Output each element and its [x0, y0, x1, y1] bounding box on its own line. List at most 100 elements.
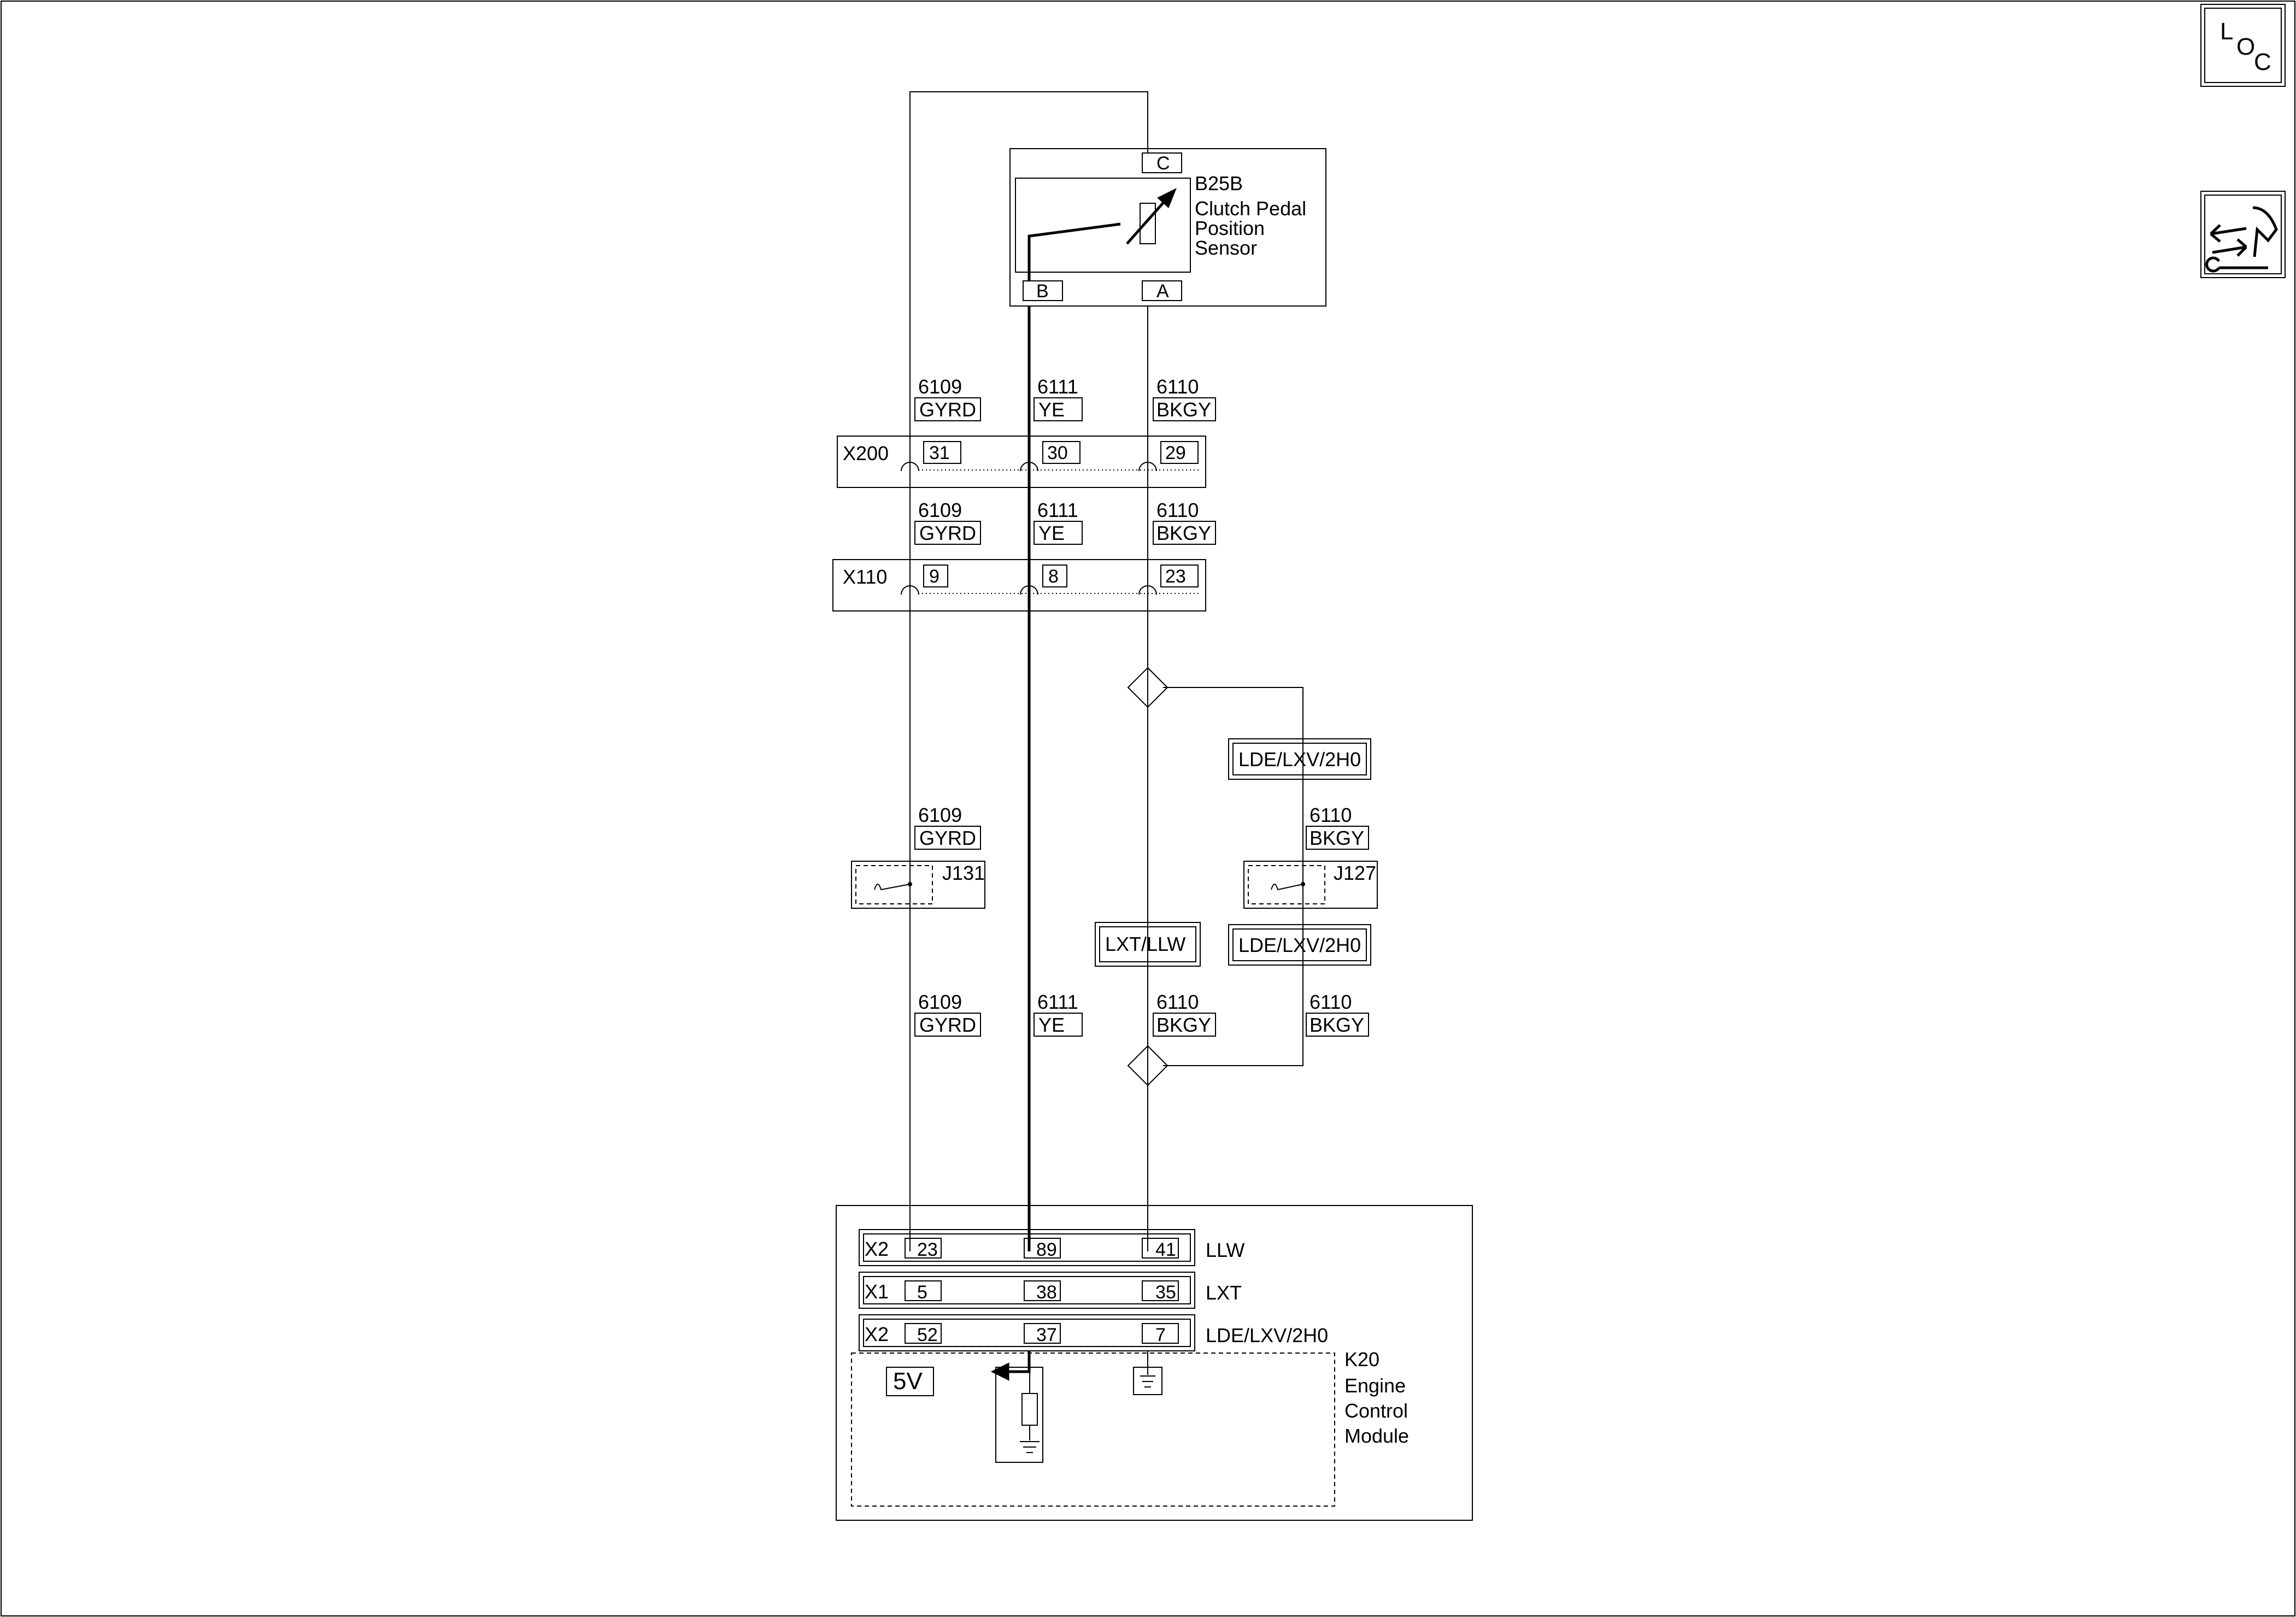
j127-label: J127	[1334, 862, 1376, 884]
ecm-pullup-resistor-group	[995, 1367, 1043, 1463]
svg-text:X1: X1	[865, 1280, 889, 1303]
option-lde-upper: LDE/LXV/2H0	[1228, 738, 1371, 780]
svg-text:BKGY: BKGY	[1156, 522, 1211, 544]
ecm-connector-row-3: X2 52 37 7 LDE/LXV/2H0	[859, 1314, 1328, 1351]
sensor-pin-b: B	[1036, 281, 1049, 302]
svg-text:23: 23	[917, 1239, 938, 1260]
svg-text:9: 9	[929, 566, 939, 587]
sensor-pin-a: A	[1156, 281, 1169, 302]
sensor-name-line-3: Sensor	[1195, 237, 1257, 259]
svg-text:8: 8	[1048, 566, 1059, 587]
splice-pack-j131: J131	[851, 861, 985, 909]
svg-text:GYRD: GYRD	[919, 827, 976, 849]
svg-text:LXT: LXT	[1206, 1281, 1242, 1304]
svg-text:6110: 6110	[1310, 991, 1352, 1013]
wire-labels-row-2: 6109 GYRD 6111 YE 6110 BKGY	[914, 499, 1216, 545]
sensor-pin-b-box	[1023, 280, 1063, 301]
svg-text:BKGY: BKGY	[1156, 1014, 1211, 1036]
svg-text:C: C	[2254, 49, 2271, 75]
svg-text:89: 89	[1036, 1239, 1057, 1260]
svg-text:6110: 6110	[1156, 375, 1199, 398]
x110-label: X110	[843, 566, 887, 588]
svg-text:38: 38	[1036, 1282, 1057, 1303]
clutch-pedal-position-sensor: C B A B25B Clutch Pedal Position Sensor	[1009, 148, 1326, 307]
svg-text:BKGY: BKGY	[1156, 398, 1211, 421]
svg-text:GYRD: GYRD	[919, 398, 976, 421]
svg-text:BKGY: BKGY	[1310, 1014, 1364, 1036]
svg-text:LXT/LLW: LXT/LLW	[1105, 933, 1185, 955]
svg-text:37: 37	[1036, 1325, 1057, 1345]
ecm-5v-label: 5V	[893, 1368, 923, 1395]
svg-text:GYRD: GYRD	[919, 1014, 976, 1036]
ecm-connector-row-2: X1 5 38 35 LXT	[859, 1272, 1242, 1309]
potentiometer-element	[1140, 203, 1156, 244]
svg-text:YE: YE	[1038, 522, 1065, 544]
svg-text:7: 7	[1155, 1325, 1166, 1345]
ecm-name-line-1: Engine	[1344, 1374, 1406, 1397]
connector-x110: X110 9 8 23	[832, 559, 1206, 611]
ecm-internal-boundary	[851, 1353, 1335, 1507]
wire-6110-branch	[1163, 687, 1303, 1066]
svg-text:GYRD: GYRD	[919, 522, 976, 544]
splice-upper	[1127, 667, 1168, 708]
svg-text:6109: 6109	[918, 375, 962, 398]
svg-text:O: O	[2236, 33, 2255, 60]
svg-text:6109: 6109	[918, 499, 962, 521]
ecm-code: K20	[1344, 1348, 1379, 1371]
svg-text:X2: X2	[865, 1238, 889, 1260]
sensor-pin-c: C	[1156, 153, 1170, 174]
svg-text:31: 31	[929, 443, 950, 463]
sensor-name-line-1: Clutch Pedal	[1195, 197, 1306, 220]
svg-text:41: 41	[1155, 1239, 1176, 1260]
svg-text:6110: 6110	[1156, 991, 1199, 1013]
engine-control-module: X2 23 89 41 LLW X1 5 38 35 LXT X2	[836, 1205, 1473, 1521]
sensor-code: B25B	[1195, 172, 1243, 195]
svg-text:YE: YE	[1038, 1014, 1065, 1036]
svg-text:6111: 6111	[1037, 499, 1078, 521]
svg-text:6110: 6110	[1310, 804, 1352, 826]
svg-text:35: 35	[1155, 1282, 1176, 1303]
location-view-button[interactable]: L O C	[2200, 4, 2286, 87]
svg-text:6109: 6109	[918, 991, 962, 1013]
ecm-resistor	[1021, 1393, 1038, 1426]
splice-lower	[1127, 1045, 1168, 1086]
wire-label-6110-branch: 6110 BKGY	[1306, 804, 1369, 850]
svg-text:30: 30	[1047, 443, 1068, 463]
svg-text:6109: 6109	[918, 804, 962, 826]
svg-text:LLW: LLW	[1206, 1239, 1244, 1261]
option-lde-lower: LDE/LXV/2H0	[1228, 924, 1371, 966]
svg-text:5: 5	[917, 1282, 927, 1303]
svg-text:L: L	[2220, 18, 2233, 45]
svg-text:6111: 6111	[1037, 991, 1078, 1013]
option-lxt: LXT/LLW	[1095, 922, 1201, 967]
connector-wrench-icon[interactable]	[2200, 191, 2286, 278]
ecm-connector-row-1: X2 23 89 41 LLW	[859, 1229, 1244, 1266]
sensor-name-line-2: Position	[1195, 217, 1265, 239]
svg-text:BKGY: BKGY	[1310, 827, 1364, 849]
ecm-name-line-3: Module	[1344, 1425, 1409, 1447]
svg-text:52: 52	[917, 1325, 938, 1345]
sensor-pin-a-box	[1142, 280, 1182, 301]
svg-text:6110: 6110	[1156, 499, 1199, 521]
svg-text:29: 29	[1165, 443, 1186, 463]
svg-text:X2: X2	[865, 1323, 889, 1345]
j131-label: J131	[942, 862, 985, 884]
ecm-5v-box	[886, 1367, 934, 1396]
wire-labels-row-1: 6109 GYRD 6111 YE 6110 BKGY	[914, 375, 1216, 421]
sensor-pin-c-box	[1142, 152, 1182, 173]
svg-text:LDE/LXV/2H0: LDE/LXV/2H0	[1238, 748, 1361, 771]
svg-text:YE: YE	[1038, 398, 1065, 421]
svg-text:LDE/LXV/2H0: LDE/LXV/2H0	[1206, 1324, 1328, 1346]
wire-label-6109-mid: 6109 GYRD	[914, 804, 981, 850]
svg-text:6111: 6111	[1037, 375, 1078, 398]
connector-x200: X200 31 30 29	[837, 436, 1206, 488]
wire-labels-row-3: 6109 GYRD 6111 YE 6110 BKGY 6110 BKGY	[914, 991, 1369, 1037]
wire-6109-loop	[909, 91, 1148, 153]
splice-pack-j127: J127	[1243, 861, 1378, 909]
x200-label: X200	[843, 442, 889, 464]
ecm-name-line-2: Control	[1344, 1400, 1408, 1422]
svg-text:LDE/LXV/2H0: LDE/LXV/2H0	[1238, 934, 1361, 956]
svg-text:23: 23	[1165, 566, 1186, 587]
